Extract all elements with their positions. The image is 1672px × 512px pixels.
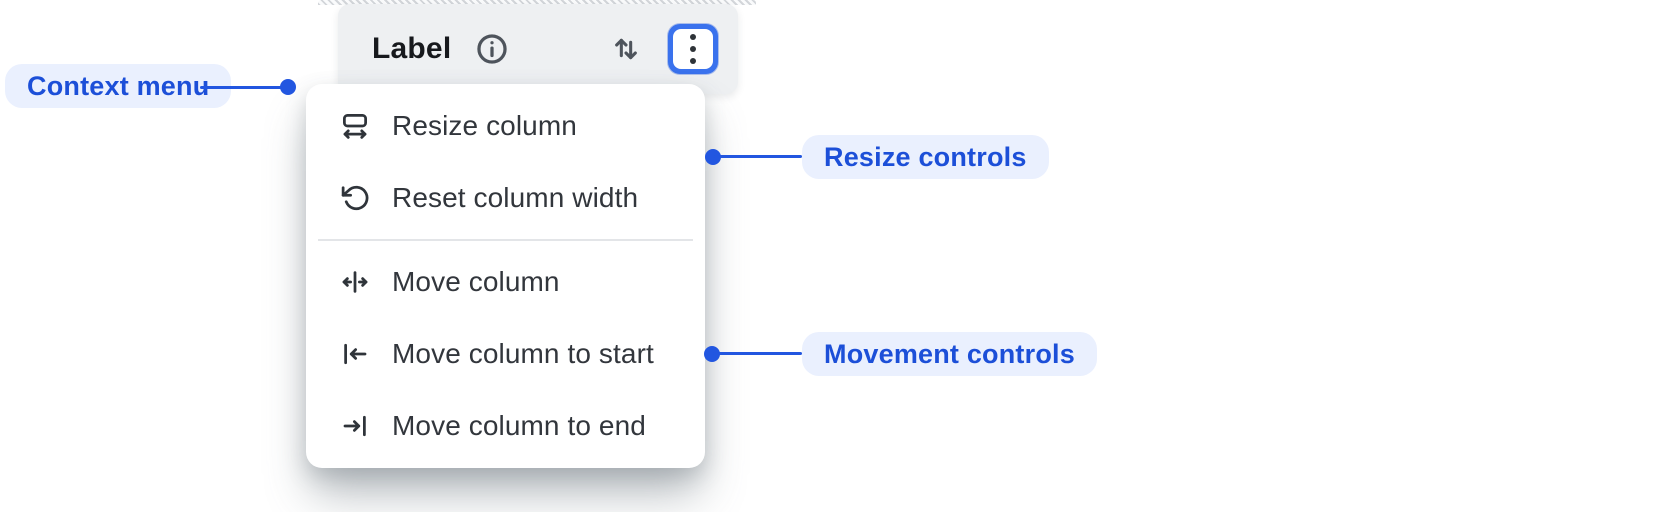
- menu-item-label: Move column to end: [392, 410, 646, 441]
- menu-item-label: Move column to start: [392, 338, 654, 369]
- menu-item-reset-column-width[interactable]: Reset column width: [306, 162, 705, 234]
- info-icon[interactable]: [475, 32, 509, 66]
- menu-item-label: Resize column: [392, 110, 577, 141]
- menu-item-label: Reset column width: [392, 182, 639, 213]
- annotation-movement-controls: Movement controls: [802, 332, 1097, 376]
- menu-item-move-column[interactable]: Move column: [306, 246, 705, 318]
- crop-stripe-texture: [318, 0, 756, 5]
- move-column-to-end-icon: [340, 411, 370, 441]
- move-column-icon: [340, 267, 370, 297]
- leader-dot-movement-controls: [704, 346, 720, 362]
- menu-divider: [318, 239, 693, 241]
- leader-dot-context-menu: [280, 79, 296, 95]
- reset-column-width-icon: [340, 183, 370, 213]
- sort-arrows-icon[interactable]: [610, 31, 642, 67]
- leader-dot-resize-controls: [705, 149, 721, 165]
- leader-line-resize-controls: [714, 155, 802, 158]
- leader-line-context-menu: [200, 86, 288, 89]
- move-column-to-start-icon: [340, 339, 370, 369]
- column-menu-button[interactable]: [668, 24, 718, 74]
- annotation-resize-controls: Resize controls: [802, 135, 1049, 179]
- menu-item-resize-column[interactable]: Resize column: [306, 90, 705, 162]
- annotation-context-menu: Context menu: [5, 64, 232, 108]
- column-header-label: Label: [372, 32, 452, 65]
- leader-line-movement-controls: [713, 352, 802, 355]
- context-menu: Resize column Reset column width: [306, 84, 705, 468]
- kebab-vertical-dots-icon: [673, 29, 713, 69]
- menu-item-move-column-to-start[interactable]: Move column to start: [306, 318, 705, 390]
- column-header: Label: [338, 4, 738, 94]
- menu-item-label: Move column: [392, 266, 560, 297]
- resize-column-icon: [340, 111, 370, 141]
- menu-item-move-column-to-end[interactable]: Move column to end: [306, 390, 705, 462]
